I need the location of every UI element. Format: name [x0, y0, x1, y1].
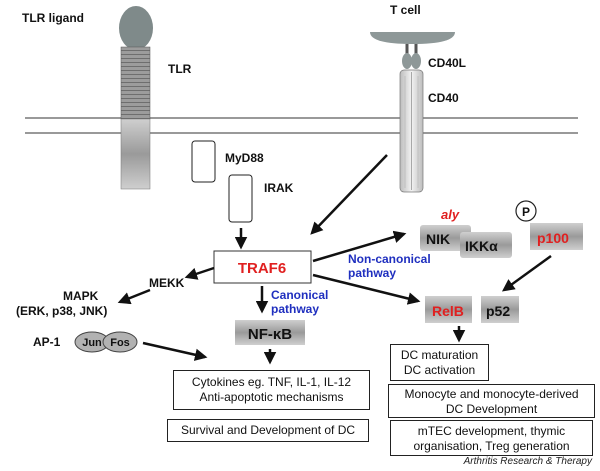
- dc-maturation-text: DC maturation: [400, 348, 479, 362]
- myd88-label: MyD88: [225, 151, 264, 165]
- nfkb-label: NF-κB: [248, 326, 292, 343]
- mtec-box: mTEC development, thymic organisation, T…: [390, 420, 593, 456]
- noncanonical-label: Non-canonical: [348, 252, 431, 266]
- tlr-label: TLR: [168, 62, 192, 76]
- dc-development-text: DC Development: [445, 402, 538, 416]
- dc-maturation-box: DC maturation DC activation: [390, 344, 489, 381]
- nik-label: NIK: [426, 231, 450, 247]
- traf6-to-relb-arrow: [312, 273, 421, 305]
- aly-label: aly: [441, 207, 460, 222]
- ikka-box: [460, 232, 512, 258]
- traf6-label: TRAF6: [238, 260, 286, 277]
- tlr-ligand-shape: [119, 6, 153, 50]
- p100-label: p100: [537, 230, 569, 246]
- survival-text: Survival and Development of DC: [180, 423, 356, 437]
- survival-box: Survival and Development of DC: [167, 419, 369, 442]
- p100-to-p52-arrow: [501, 254, 552, 292]
- t-cell-surface: [370, 32, 455, 44]
- cd40l-right-lobe: [411, 53, 421, 69]
- treg-text: organisation, Treg generation: [413, 439, 570, 453]
- tlr-receptor-extracellular: [120, 46, 151, 120]
- fos-shape: [102, 331, 138, 353]
- ikka-label: IKKα: [465, 238, 498, 254]
- cd40l-label: CD40L: [428, 56, 466, 70]
- tlr-ligand-label: TLR ligand: [22, 11, 84, 25]
- traf6-box: [213, 250, 312, 284]
- mekk-to-mapk-arrow: [117, 288, 151, 305]
- t-cell-label: T cell: [390, 3, 421, 17]
- fos-label: Fos: [110, 337, 130, 349]
- p52-box: [481, 296, 519, 323]
- mekk-label: MEKK: [149, 276, 185, 290]
- ap1-to-cytokines-arrow: [142, 341, 208, 361]
- journal-credit: Arthritis Research & Therapy: [463, 456, 592, 467]
- cd40-to-traf6-arrow: [310, 154, 388, 235]
- nik-box: [420, 225, 471, 251]
- p52-label: p52: [486, 303, 510, 319]
- phospho-circle: [515, 200, 537, 222]
- mtec-text: mTEC development, thymic: [417, 424, 566, 438]
- p100-box: [530, 223, 583, 250]
- phospho-label: P: [522, 205, 530, 219]
- canonical-pathway-label: pathway: [271, 302, 319, 316]
- tlr-receptor-transmembrane: [120, 118, 151, 190]
- cd40-label: CD40: [428, 91, 459, 105]
- traf6-to-nik-arrow: [312, 230, 407, 263]
- myd88-shape: [191, 140, 216, 183]
- jun-label: Jun: [82, 337, 102, 349]
- relb-label: RelB: [432, 303, 464, 319]
- ap1-label: AP-1: [33, 335, 61, 349]
- cytokines-text: Cytokines eg. TNF, IL-1, IL-12: [191, 375, 352, 389]
- mapk-members-label: (ERK, p38, JNK): [16, 304, 107, 318]
- irak-label: IRAK: [264, 181, 294, 195]
- cd40l-left-lobe: [402, 53, 412, 69]
- mapk-label: MAPK: [63, 289, 99, 303]
- noncanonical-pathway-label: pathway: [348, 266, 396, 280]
- irak-shape: [228, 174, 253, 223]
- nfkb-box: [235, 320, 305, 345]
- dc-activation-text: DC activation: [403, 363, 476, 377]
- monocyte-box: Monocyte and monocyte-derived DC Develop…: [388, 384, 595, 418]
- cytokines-box: Cytokines eg. TNF, IL-1, IL-12 Anti-apop…: [173, 370, 370, 410]
- traf6-to-mekk-arrow: [184, 266, 215, 280]
- relb-box: [425, 296, 472, 323]
- canonical-label: Canonical: [271, 288, 328, 302]
- anti-apoptotic-text: Anti-apoptotic mechanisms: [199, 390, 344, 404]
- monocyte-text: Monocyte and monocyte-derived: [404, 387, 579, 401]
